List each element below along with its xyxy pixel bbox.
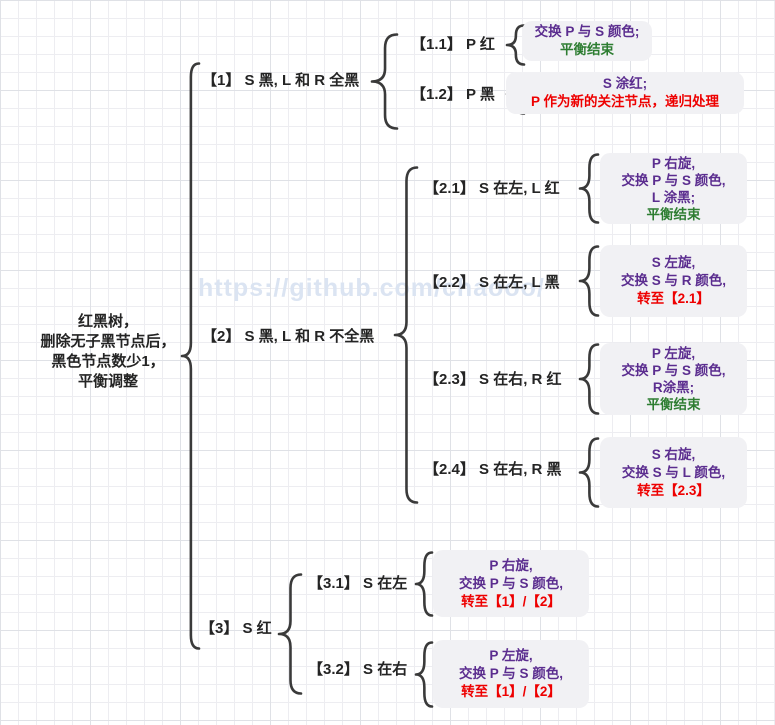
leaf-label-1-2: 【1.2】 P 黑 xyxy=(411,86,495,103)
result-line: 转至【2.3】 xyxy=(637,482,710,498)
result-line: 交换 P 与 S 颜色, xyxy=(458,666,564,681)
result-line: 平衡结束 xyxy=(646,397,701,412)
leaf-label-2-4: 【2.4】 S 在右, R 黑 xyxy=(424,461,562,478)
result-line: 交换 P 与 S 颜色, xyxy=(621,363,726,378)
result-line: P 右旋, xyxy=(651,155,696,171)
brace-leaf-2-4 xyxy=(578,437,600,508)
brace-leaf-3-2 xyxy=(414,641,434,708)
brace-leaf-2-3 xyxy=(578,343,600,415)
result-line: 转至【1】/【2】 xyxy=(461,684,561,699)
brace-branch-3 xyxy=(277,573,303,695)
result-line: 平衡结束 xyxy=(646,206,701,222)
branch-label-2: 【2】 S 黑, L 和 R 不全黑 xyxy=(202,328,375,345)
result-line: P 左旋, xyxy=(651,346,696,361)
leaf-label-2-1: 【2.1】 S 在左, L 红 xyxy=(424,180,560,197)
result-line: 交换 P 与 S 颜色; xyxy=(534,24,640,39)
result-line: P 左旋, xyxy=(489,648,533,663)
result-line: S 左旋, xyxy=(651,255,696,270)
result-line: 平衡结束 xyxy=(560,42,614,57)
result-line: L 涂黑; xyxy=(651,189,696,205)
result-line: R涂黑; xyxy=(652,380,695,395)
result-line: P 右旋, xyxy=(489,557,533,573)
result-line: P 作为新的关注节点，递归处理 xyxy=(530,94,719,109)
root-line: 删除无子黑节点后， xyxy=(40,333,176,350)
leaf-label-2-2: 【2.2】 S 在左, L 黑 xyxy=(424,274,560,291)
root-node: 红黑树， 删除无子黑节点后， 黑色节点数少1， 平衡调整 xyxy=(36,312,180,392)
result-box-3-2: P 左旋, 交换 P 与 S 颜色, 转至【1】/【2】 xyxy=(433,640,589,708)
result-line: S 右旋, xyxy=(651,446,696,462)
result-line: 交换 S 与 R 颜色, xyxy=(620,273,726,288)
leaf-label-1-1: 【1.1】 P 红 xyxy=(411,36,495,53)
result-line: S 涂红; xyxy=(602,76,648,91)
brace-leaf-2-2 xyxy=(578,245,600,317)
watermark: https://github.com/chaooo/ xyxy=(198,274,545,302)
root-line: 平衡调整 xyxy=(77,373,138,390)
result-box-3-1: P 右旋, 交换 P 与 S 颜色, 转至【1】/【2】 xyxy=(433,550,589,617)
result-line: 交换 S 与 L 颜色, xyxy=(621,464,726,480)
result-box-2-3: P 左旋, 交换 P 与 S 颜色, R涂黑; 平衡结束 xyxy=(600,343,747,415)
result-line: 交换 P 与 S 颜色, xyxy=(621,172,726,188)
result-box-2-4: S 右旋, 交换 S 与 L 颜色, 转至【2.3】 xyxy=(600,437,747,508)
leaf-label-3-1: 【3.1】 S 在左 xyxy=(308,575,408,592)
brace-leaf-3-1 xyxy=(414,551,434,617)
result-box-1-2: S 涂红; P 作为新的关注节点，递归处理 xyxy=(506,72,744,114)
brace-leaf-2-1 xyxy=(578,153,600,224)
result-line: 交换 P 与 S 颜色, xyxy=(458,575,564,591)
result-box-1-1: 交换 P 与 S 颜色; 平衡结束 xyxy=(522,21,652,61)
brace-leaf-1-1 xyxy=(505,24,526,66)
brace-branch-2 xyxy=(393,166,419,504)
brace-root xyxy=(180,62,201,650)
root-line: 红黑树， xyxy=(77,313,138,330)
branch-label-3: 【3】 S 红 xyxy=(200,620,272,637)
result-line: 转至【1】/【2】 xyxy=(461,593,561,609)
root-line: 黑色节点数少1， xyxy=(51,353,165,370)
result-box-2-2: S 左旋, 交换 S 与 R 颜色, 转至【2.1】 xyxy=(600,245,747,317)
brace-branch-1 xyxy=(370,33,399,130)
leaf-label-2-3: 【2.3】 S 在右, R 红 xyxy=(424,371,562,388)
leaf-label-3-2: 【3.2】 S 在右 xyxy=(308,661,408,678)
branch-label-1: 【1】 S 黑, L 和 R 全黑 xyxy=(202,72,360,89)
result-box-2-1: P 右旋, 交换 P 与 S 颜色, L 涂黑; 平衡结束 xyxy=(600,153,747,224)
result-line: 转至【2.1】 xyxy=(637,291,710,306)
